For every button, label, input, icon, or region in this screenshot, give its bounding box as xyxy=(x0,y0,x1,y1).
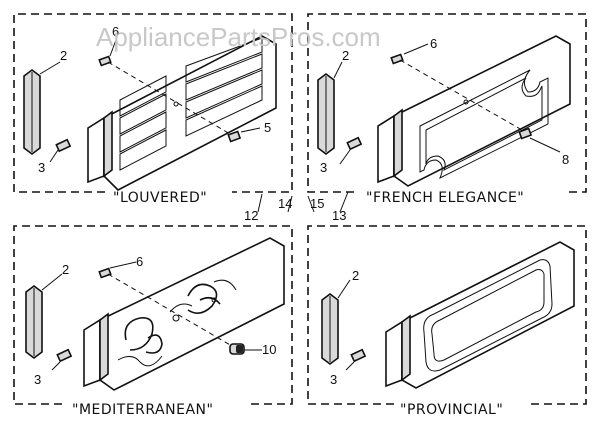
callout-2: 2 xyxy=(62,262,69,277)
screw-icon xyxy=(56,348,73,363)
callout-5: 5 xyxy=(264,120,271,135)
panel-border xyxy=(307,225,587,405)
callout-3: 3 xyxy=(34,372,41,387)
screw-icon xyxy=(350,348,367,363)
callout-14: 14 xyxy=(278,196,292,211)
callout-2: 2 xyxy=(352,268,359,283)
callout-13: 13 xyxy=(332,208,346,223)
ornate-frame xyxy=(419,69,549,180)
panel-caption: "FRENCH ELEGANCE" xyxy=(366,190,524,206)
panel-border xyxy=(13,225,293,405)
screw-icon xyxy=(346,136,363,151)
middle-callouts: 12 14 15 13 xyxy=(244,191,349,223)
callout-2: 2 xyxy=(60,48,67,63)
callout-10: 10 xyxy=(262,342,276,357)
side-trim-strip xyxy=(317,73,335,155)
side-trim-strip xyxy=(321,293,339,365)
ornate-frame xyxy=(423,259,553,372)
callout-6: 6 xyxy=(136,254,143,269)
callout-2: 2 xyxy=(342,48,349,63)
french-elegance-door-panel xyxy=(377,35,571,187)
callout-15: 15 xyxy=(310,196,324,211)
callout-8: 8 xyxy=(562,152,569,167)
screw-icon xyxy=(55,138,72,153)
louvered-door-panel xyxy=(87,35,277,191)
louver-slats xyxy=(119,37,263,171)
mediterranean-door-panel xyxy=(83,237,285,391)
provincial-door-panel xyxy=(385,241,575,389)
side-trim-strip xyxy=(23,69,41,155)
callout-12: 12 xyxy=(244,208,258,223)
panel-border xyxy=(307,13,587,193)
panel-louvered: 2 6 3 5 "LOUVERED" xyxy=(13,13,293,206)
panel-caption: "MEDITERRANEAN" xyxy=(72,402,213,418)
callout-6: 6 xyxy=(112,24,119,39)
panel-french-elegance: 2 6 3 8 "FRENCH ELEGANCE" xyxy=(307,13,587,206)
watermark: AppliancePartsPros.com xyxy=(96,22,381,52)
panel-mediterranean: 2 6 3 10 "MEDITERRANEAN" xyxy=(13,225,293,418)
knob-icon xyxy=(229,343,245,355)
callout-3: 3 xyxy=(320,160,327,175)
screw-icon xyxy=(98,267,112,279)
screw-icon xyxy=(518,127,533,140)
panel-border xyxy=(13,13,293,193)
side-trim-strip xyxy=(25,285,43,359)
panel-caption: "PROVINCIAL" xyxy=(400,402,503,418)
callout-3: 3 xyxy=(38,160,45,175)
screw-icon xyxy=(227,130,242,143)
screw-icon xyxy=(390,53,404,65)
screw-icon xyxy=(98,55,112,67)
panel-caption: "LOUVERED" xyxy=(113,190,207,206)
scroll-ornament xyxy=(117,279,237,367)
panel-provincial: 2 3 "PROVINCIAL" xyxy=(307,225,587,418)
callout-3: 3 xyxy=(330,372,337,387)
callout-6: 6 xyxy=(430,36,437,51)
